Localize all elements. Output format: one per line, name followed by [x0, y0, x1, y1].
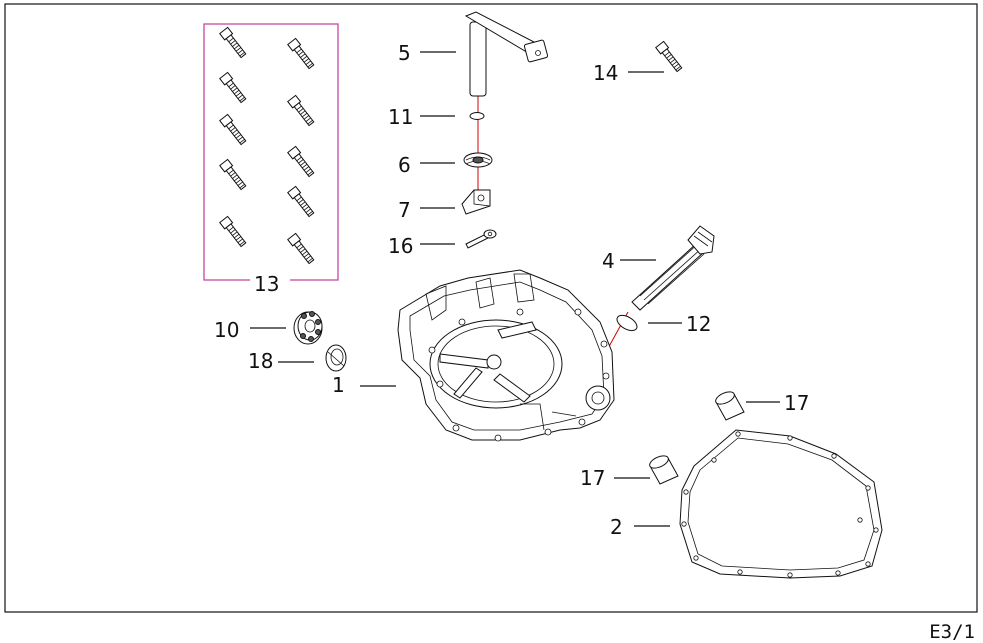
bolt-13 [219, 71, 248, 105]
callout-17-upper: 17 [784, 391, 809, 415]
bolt-13 [287, 232, 316, 266]
callout-18: 18 [248, 349, 273, 373]
callout-1: 1 [332, 373, 345, 397]
pin-16 [465, 229, 497, 249]
crankcase-cover-1 [397, 269, 615, 442]
stopper-plate-7 [461, 189, 491, 215]
callout-14: 14 [593, 61, 618, 85]
dipstick-4 [631, 225, 715, 311]
bolt-13 [219, 158, 248, 192]
callout-13: 13 [254, 272, 279, 296]
washer-18 [325, 344, 347, 372]
bolt-13 [219, 26, 248, 60]
bolt-group-13: 13 [203, 23, 339, 296]
callout-12: 12 [686, 312, 711, 336]
gasket-2 [679, 429, 883, 579]
bolt-13 [219, 113, 248, 147]
o-ring-11 [469, 112, 485, 120]
shift-shaft-5 [464, 11, 549, 97]
callout-7: 7 [398, 198, 411, 222]
bolt-13 [287, 37, 316, 71]
bolt-13 [219, 215, 248, 249]
callout-6: 6 [398, 153, 411, 177]
dowel-pin-17-upper [715, 391, 745, 421]
bolt-14 [655, 40, 684, 74]
callout-11: 11 [388, 105, 413, 129]
callout-5: 5 [398, 41, 411, 65]
callout-17-lower: 17 [580, 466, 605, 490]
o-ring-12 [616, 314, 638, 332]
bolt-13 [287, 94, 316, 128]
drawing-frame [4, 3, 978, 613]
callout-2: 2 [610, 515, 623, 539]
dowel-pin-17-lower [649, 455, 679, 485]
callout-4: 4 [602, 249, 615, 273]
callout-10: 10 [214, 318, 239, 342]
page-reference: E3/1 [929, 621, 975, 643]
spring-6 [463, 152, 493, 168]
bearing-10 [293, 311, 323, 345]
bolt-13 [287, 145, 316, 179]
bolt-13 [287, 185, 316, 219]
callout-16: 16 [388, 234, 413, 258]
bolt-group-frame [203, 23, 339, 281]
